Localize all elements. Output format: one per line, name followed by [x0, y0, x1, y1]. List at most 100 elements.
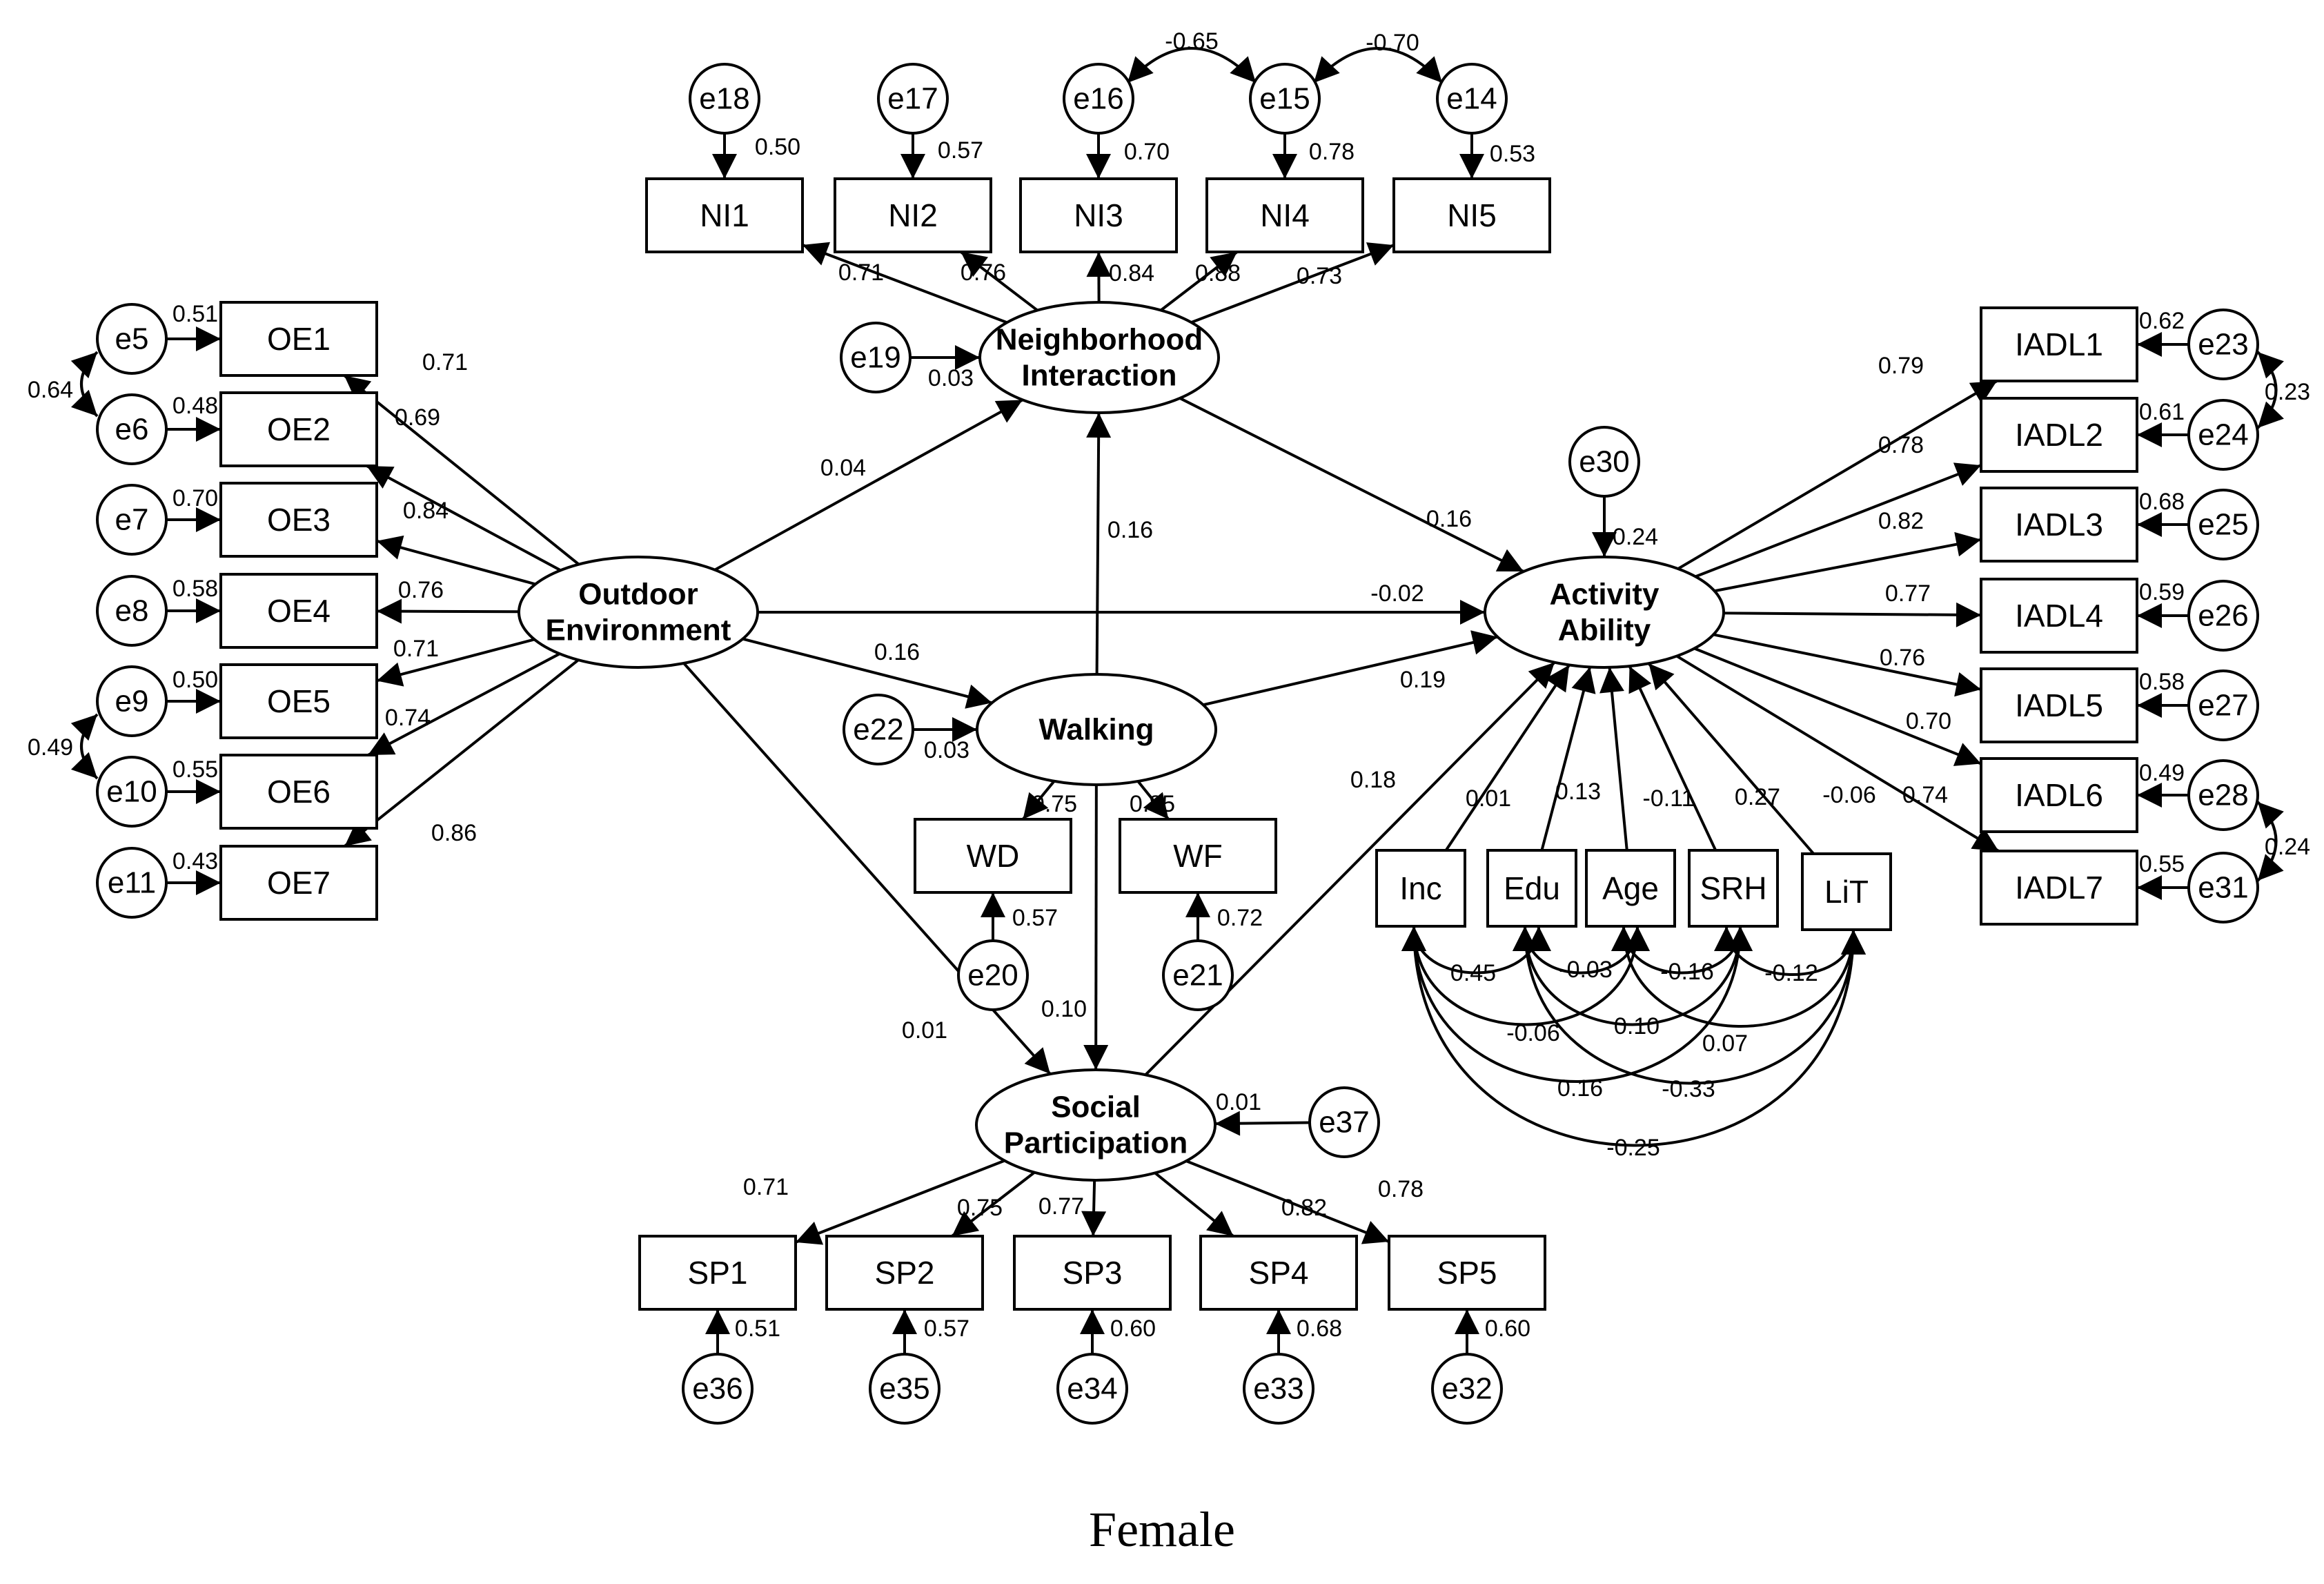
error-label-e27: e27	[2198, 689, 2248, 723]
observed-label-Age: Age	[1602, 870, 1659, 906]
observed-label-SP1: SP1	[688, 1255, 748, 1291]
error-label-e30: e30	[1579, 445, 1629, 479]
loading-arrow-W-to-WD	[1021, 780, 1056, 821]
error-label-e15: e15	[1259, 82, 1310, 116]
error-coefficient-e27: 0.58	[2139, 669, 2185, 695]
error-coefficient-e9: 0.50	[173, 667, 218, 693]
loading-OE6: 0.74	[385, 705, 431, 731]
error-coefficient-e32: 0.60	[1485, 1316, 1530, 1342]
loading-IADL5: 0.76	[1880, 645, 1925, 671]
loading-arrow-AA-to-IADL7	[1675, 654, 2000, 852]
path-coefficient-Age-AA: -0.11	[1643, 785, 1695, 812]
observed-node-SP4: SP4	[1199, 1235, 1358, 1311]
error-node-e11: e11	[96, 847, 168, 919]
observed-label-Inc: Inc	[1399, 870, 1441, 906]
loading-arrow-OE-to-OE6	[367, 652, 561, 756]
path-arrow-W-to-AA	[1203, 630, 1498, 707]
observed-node-NI4: NI4	[1205, 177, 1364, 253]
observed-label-NI5: NI5	[1447, 197, 1497, 233]
observed-node-IADL6: IADL6	[1980, 757, 2138, 833]
error-node-e20: e20	[957, 939, 1029, 1011]
latent-label-NIX: Interaction	[1022, 359, 1177, 393]
error-covariance-e16-e15	[1126, 47, 1257, 84]
error-node-e24: e24	[2187, 399, 2259, 471]
observed-node-WF: WF	[1119, 818, 1277, 894]
error-coefficient-e11: 0.43	[173, 848, 218, 874]
error-covariance-e23-e24	[2256, 351, 2284, 429]
loading-OE4: 0.76	[398, 577, 444, 603]
observed-label-NI3: NI3	[1074, 197, 1123, 233]
error-coefficient-e5: 0.51	[173, 301, 218, 327]
error-node-e34: e34	[1056, 1353, 1128, 1425]
loading-arrow-SPX-to-SP1	[795, 1159, 1005, 1245]
loading-SP5: 0.78	[1378, 1176, 1424, 1202]
path-coefficient-OE-AA: -0.02	[1370, 580, 1424, 607]
error-label-e31: e31	[2198, 871, 2248, 905]
latent-label-OE: Environment	[546, 614, 731, 647]
loading-SP1: 0.71	[743, 1174, 789, 1200]
observed-node-OE5: OE5	[219, 663, 378, 739]
loading-OE3: 0.84	[403, 498, 449, 524]
observed-node-SP3: SP3	[1013, 1235, 1172, 1311]
observed-label-IADL7: IADL7	[2015, 870, 2103, 906]
loading-arrow-AA-to-IADL5	[1713, 633, 1982, 697]
latent-label-SPX: Social	[1051, 1091, 1141, 1124]
loading-arrow-W-to-WF	[1136, 780, 1170, 821]
observed-node-NI3: NI3	[1019, 177, 1178, 253]
path-arrow-W-to-NIX	[1086, 412, 1112, 675]
error-label-e16: e16	[1073, 82, 1123, 116]
path-coefficient-W-SPX: 0.10	[1041, 996, 1087, 1022]
covariate-correlation-value-Inc-SRH: 0.16	[1557, 1075, 1603, 1102]
path-arrow-OE-to-NIX	[714, 398, 1023, 571]
error-coefficient-e37: 0.01	[1216, 1089, 1261, 1115]
loading-arrow-NIX-to-NI1	[802, 242, 1007, 324]
observed-node-LiT: LiT	[1801, 852, 1892, 931]
error-label-e5: e5	[115, 322, 149, 356]
observed-label-IADL5: IADL5	[2015, 687, 2103, 723]
loading-IADL6: 0.70	[1906, 708, 1951, 734]
latent-label-AA: Ability	[1558, 614, 1651, 647]
error-label-e24: e24	[2198, 418, 2248, 452]
error-coefficient-e8: 0.58	[173, 576, 218, 602]
loading-arrow-SPX-to-SP5	[1185, 1160, 1390, 1244]
error-node-e30: e30	[1568, 426, 1640, 498]
error-coefficient-e31: 0.55	[2139, 851, 2185, 877]
observed-label-WD: WD	[967, 838, 1020, 874]
error-node-e25: e25	[2187, 489, 2259, 560]
error-label-e17: e17	[887, 82, 938, 116]
error-node-e17: e17	[877, 63, 949, 135]
observed-label-IADL2: IADL2	[2015, 417, 2103, 453]
error-covariance-value-e23-e24: 0.23	[2265, 379, 2310, 405]
covariate-correlation-value-Edu-SRH: 0.10	[1614, 1013, 1660, 1039]
loading-arrow-SPX-to-SP4	[1154, 1171, 1234, 1238]
error-label-e34: e34	[1067, 1372, 1117, 1406]
covariate-correlation-Inc-SRH	[1401, 926, 1753, 1083]
error-coefficient-e14: 0.53	[1490, 141, 1535, 167]
observed-node-OE4: OE4	[219, 573, 378, 649]
error-label-e32: e32	[1441, 1372, 1492, 1406]
observed-node-OE7: OE7	[219, 845, 378, 921]
latent-label-SPX: Participation	[1004, 1126, 1188, 1160]
latent-label-AA: Activity	[1550, 578, 1660, 612]
observed-node-IADL2: IADL2	[1980, 397, 2138, 473]
observed-label-SP3: SP3	[1063, 1255, 1123, 1291]
error-label-e35: e35	[879, 1372, 929, 1406]
latent-label-W: Walking	[1038, 713, 1154, 747]
observed-label-SRH: SRH	[1700, 870, 1766, 906]
observed-node-WD: WD	[914, 818, 1072, 894]
error-covariance-value-e15-e14: -0.70	[1366, 30, 1419, 56]
observed-node-NI1: NI1	[645, 177, 804, 253]
error-covariance-e5-e6	[70, 351, 99, 418]
error-coefficient-e21: 0.72	[1217, 905, 1263, 931]
observed-label-IADL1: IADL1	[2015, 326, 2103, 362]
observed-node-Age: Age	[1585, 849, 1676, 928]
observed-label-NI2: NI2	[888, 197, 938, 233]
covariate-correlation-Age-LiT	[1611, 926, 1866, 1028]
observed-node-OE2: OE2	[219, 391, 378, 467]
path-coefficient-SRH-AA: 0.27	[1735, 784, 1780, 810]
latent-node-W: Walking	[976, 673, 1217, 786]
